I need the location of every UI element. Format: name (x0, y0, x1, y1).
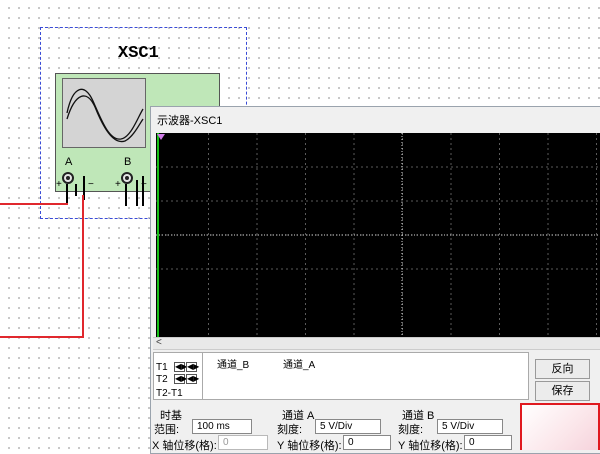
readout-column-header: 通道_B (217, 360, 250, 371)
sine-wave-icon (66, 88, 144, 143)
oscilloscope-symbol-screen (62, 78, 146, 148)
channel-a-scale-label: 刻度: (277, 424, 303, 436)
cursor-readout-table (153, 352, 529, 400)
wire-b-plus[interactable] (125, 184, 127, 206)
wire-a-ground[interactable] (83, 176, 85, 200)
t2-right-arrow-icon[interactable]: ◀▶ (186, 374, 200, 384)
readout-row-label: T1 (156, 362, 168, 373)
save-button[interactable]: 保存 (535, 381, 590, 401)
timebase-range-label: 范围: (154, 424, 180, 436)
channel-a-y-position-label: Y 轴位移(格): (277, 440, 342, 452)
scope-display[interactable] (156, 133, 600, 337)
x-position-field[interactable]: 0 (218, 435, 268, 450)
channel-b-y-position-label: Y 轴位移(格): (398, 440, 463, 452)
channel-a-scale-field[interactable]: 5 V/Div (315, 419, 381, 434)
scroll-left-icon[interactable]: < (156, 337, 162, 348)
scope-grid (156, 133, 600, 337)
instrument-name: XSC1 (118, 44, 159, 63)
terminal-a-minus: − (88, 179, 94, 190)
timebase-group-title: 时基 (160, 410, 182, 422)
t1-left-arrow-icon[interactable]: ◀▶ (174, 362, 188, 372)
terminal-a-plus: + (56, 179, 62, 190)
wire-b-ground[interactable] (142, 176, 144, 206)
highlight-box (520, 403, 600, 450)
horizontal-scrollbar[interactable] (153, 337, 600, 350)
timebase-range-field[interactable]: 100 ms (192, 419, 252, 434)
wire-red-vertical[interactable] (82, 195, 84, 338)
window-title: 示波器-XSC1 (157, 115, 223, 127)
readout-row-label: T2-T1 (156, 388, 183, 399)
cursor-marker-icon[interactable] (157, 134, 165, 140)
wire-a-minus[interactable] (75, 184, 77, 196)
channel-b-y-position-field[interactable]: 0 (464, 435, 512, 450)
terminal-b-label: B (124, 156, 132, 168)
wire-red-bottom[interactable] (0, 336, 84, 338)
readout-column-header: 通道_A (283, 360, 316, 371)
wire-b-minus[interactable] (136, 180, 138, 206)
channel-b-group-title: 通道 B (402, 410, 435, 422)
t1-right-arrow-icon[interactable]: ◀▶ (186, 362, 200, 372)
readout-row-label: T2 (156, 374, 168, 385)
channel-a-group-title: 通道 A (282, 410, 315, 422)
terminal-b-plus: + (115, 179, 121, 190)
terminal-a-label: A (65, 156, 73, 168)
terminal-a[interactable] (62, 172, 74, 184)
reverse-button[interactable]: 反向 (535, 359, 590, 379)
wire-red-input-a[interactable] (0, 203, 68, 205)
readout-divider (202, 353, 203, 399)
channel-a-y-position-field[interactable]: 0 (343, 435, 391, 450)
x-position-label: X 轴位移(格): (152, 440, 217, 452)
wire-a-plus[interactable] (66, 184, 68, 204)
channel-b-scale-label: 刻度: (398, 424, 424, 436)
t2-left-arrow-icon[interactable]: ◀▶ (174, 374, 188, 384)
channel-b-scale-field[interactable]: 5 V/Div (437, 419, 503, 434)
terminal-b[interactable] (121, 172, 133, 184)
